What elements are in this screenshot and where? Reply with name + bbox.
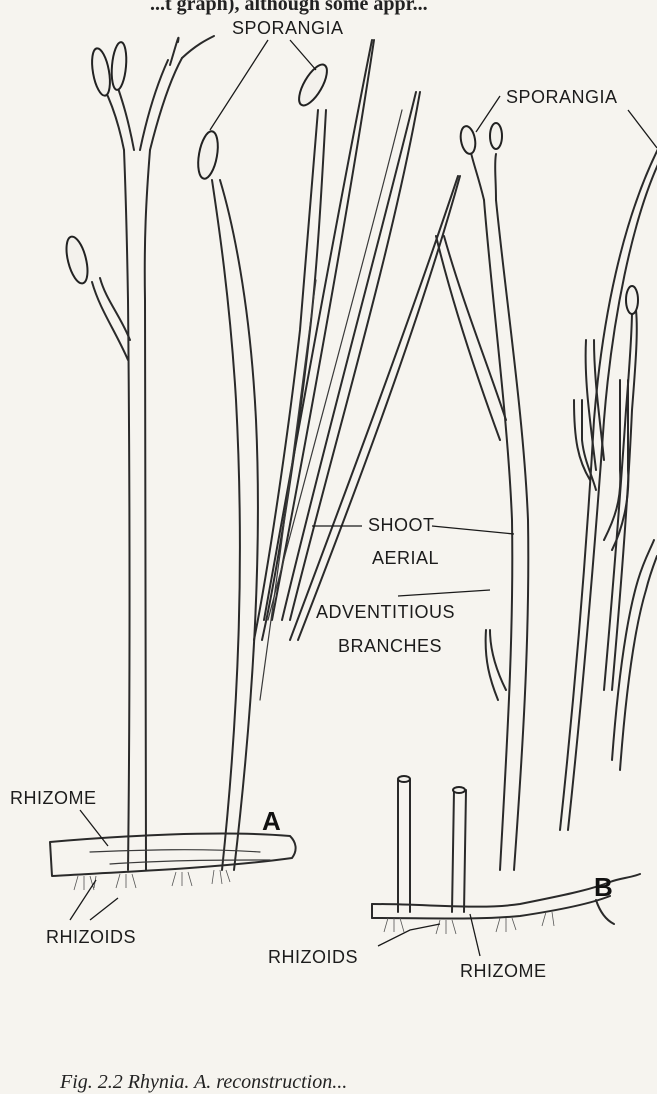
sporangium-icon xyxy=(62,235,91,286)
leader-rhizoids-b xyxy=(378,924,440,946)
label-rhizoids-a: RHIZOIDS xyxy=(46,927,136,947)
label-aerial: AERIAL xyxy=(372,548,439,568)
panel-label-a: A xyxy=(262,806,281,836)
figure-caption: Fig. 2.2 Rhynia. A. reconstruction... xyxy=(59,1071,347,1093)
sporangium-icon xyxy=(294,61,333,110)
sporangium-icon xyxy=(490,123,502,149)
label-sporangia-b: SPORANGIA xyxy=(506,87,618,107)
label-sporangia-a: SPORANGIA xyxy=(232,18,344,38)
leader-rhizome-a xyxy=(80,810,108,846)
plant-a xyxy=(50,36,460,890)
sporangium-icon xyxy=(110,41,128,90)
top-cropped-text: ...t graph), although some appr... xyxy=(150,0,428,15)
label-adventitious: ADVENTITIOUS xyxy=(316,602,455,622)
label-shoot: SHOOT xyxy=(368,515,435,535)
sporangium-icon xyxy=(459,125,478,155)
sporangium-icon xyxy=(195,130,221,180)
sporangium-icon xyxy=(89,47,113,97)
leader-sporangia-a xyxy=(210,40,316,130)
label-branches: BRANCHES xyxy=(338,636,442,656)
panel-label-b: B xyxy=(594,872,613,902)
sporangium-icon xyxy=(626,286,638,314)
label-rhizome-a: RHIZOME xyxy=(10,788,97,808)
leader-rhizome-b xyxy=(470,914,480,956)
label-rhizoids-b: RHIZOIDS xyxy=(268,947,358,967)
leader-adventitious xyxy=(398,590,490,596)
label-rhizome-b: RHIZOME xyxy=(460,961,547,981)
